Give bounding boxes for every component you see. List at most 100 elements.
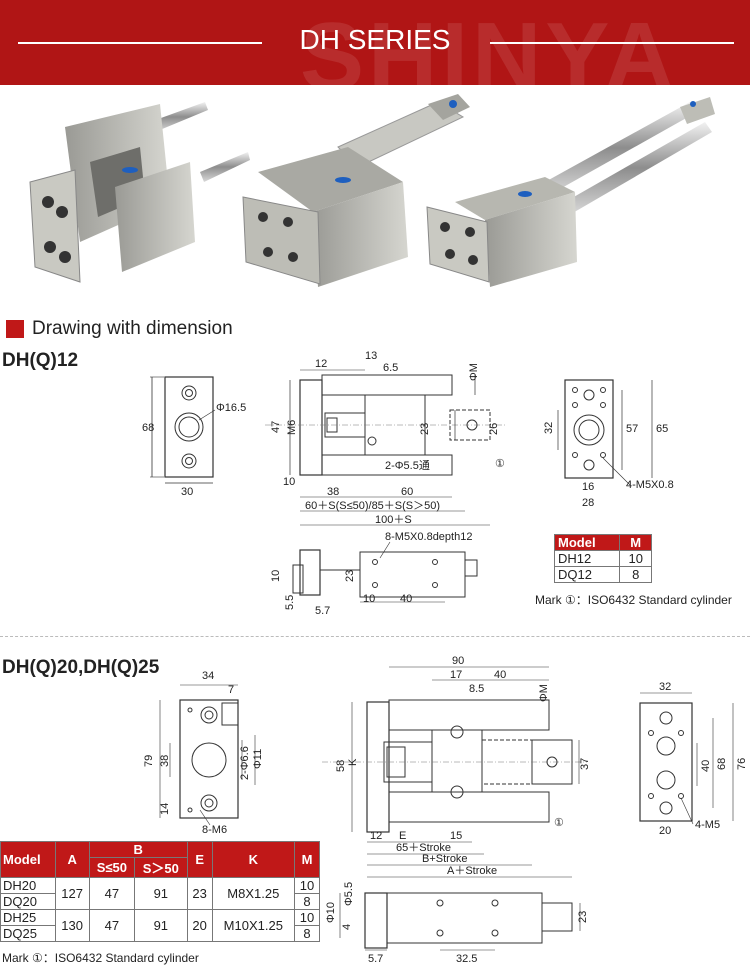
dim-10: 10: [283, 476, 295, 488]
dh20-front-view: 34 7 79 38 2-Φ6.6 Φ11 14 8-M6: [143, 670, 264, 836]
table-row: DH20 127 47 91 23 M8X1.25 10: [0, 877, 321, 910]
dim-68b: 68: [716, 758, 728, 770]
dim-phi10: Φ10: [325, 902, 337, 923]
dim-8-5: 8.5: [469, 683, 484, 695]
dim-5-5: 5.5: [284, 595, 296, 610]
dim-60: 60: [401, 486, 413, 498]
dim-23: 23: [419, 423, 431, 435]
col-b-s-gt50: S＞50: [133, 857, 188, 878]
dh12-heading: DH(Q)12: [2, 350, 79, 371]
col-e: E: [186, 841, 213, 878]
col-m: M: [619, 534, 652, 551]
dh12-end-view: 32 57 65 16 28 4-M5X0.8: [543, 379, 674, 509]
dim-phi16-5: Φ16.5: [216, 402, 246, 414]
section-title: Drawing with dimension: [32, 318, 233, 339]
dim-8-m6: 8-M6: [202, 824, 227, 836]
dim-26: 26: [488, 423, 500, 435]
dim-38: 38: [327, 486, 339, 498]
dim-stroke-1: 60＋S(S≤50)/85＋S(S＞50): [305, 500, 440, 512]
dim-90: 90: [452, 655, 464, 667]
dim-15: 15: [450, 830, 462, 842]
dim-phiM: ΦM: [468, 363, 480, 381]
section-marker: [6, 320, 24, 338]
dim-28: 28: [582, 497, 594, 509]
dh20-bottom-view: Φ10 Φ5.5 4 23 5.7 32.5: [325, 882, 589, 965]
dim-40b: 40: [494, 669, 506, 681]
col-a: A: [54, 841, 90, 878]
section-header: Drawing with dimension: [6, 318, 233, 340]
dh20-mark-note: Mark ①：ISO6432 Standard cylinder: [2, 951, 199, 965]
dim-47: 47: [270, 421, 282, 433]
dim-b-stroke: B+Stroke: [422, 853, 468, 865]
dim-32-5: 32.5: [456, 953, 477, 965]
dh12-bottom-view: 8-M5X0.8depth12 10 5.5 23 5.7 10 40: [270, 531, 478, 617]
dim-4-m5b: 4-M5: [695, 819, 720, 831]
dim-8-m5: 8-M5X0.8depth12: [385, 531, 472, 543]
dim-phi5-5: Φ5.5: [343, 882, 355, 906]
dim-14: 14: [159, 803, 171, 815]
dim-30: 30: [181, 486, 193, 498]
dim-7: 7: [228, 684, 234, 696]
mark-1-20: ①: [554, 817, 564, 829]
dh12-front-view: 68 Φ16.5 30: [142, 376, 246, 498]
banner-rule-left: [18, 42, 262, 44]
col-b: B: [88, 841, 188, 858]
banner-rule-right: [490, 42, 734, 44]
dim-40: 40: [400, 593, 412, 605]
dim-17: 17: [450, 669, 462, 681]
dim-16: 16: [582, 481, 594, 493]
dim-stroke-2: 100＋S: [375, 514, 412, 526]
table-row: DQ25 8: [0, 925, 321, 942]
dim-5-7b: 5.7: [368, 953, 383, 965]
dh20-model-table: Model A B E K M S≤50 S＞50 DH20 127 47 91…: [0, 841, 321, 942]
dim-k: K: [347, 758, 359, 766]
dim-32: 32: [543, 422, 555, 434]
table-row: DH25 130 47 91 20 M10X1.25 10: [0, 909, 321, 942]
dim-phiM-20: ΦM: [538, 684, 550, 702]
dim-23b: 23: [344, 570, 356, 582]
dim-40c: 40: [700, 760, 712, 772]
col-m: M: [293, 841, 321, 878]
col-b-s50: S≤50: [88, 857, 135, 878]
col-model: Model: [0, 841, 56, 878]
dim-5-7: 5.7: [315, 605, 330, 617]
dim-32b: 32: [659, 681, 671, 693]
dim-58: 58: [335, 760, 347, 772]
dim-57: 57: [626, 423, 638, 435]
dh20-side-view: 90 17 40 8.5 ΦM 58 K 37 ① 12 E 15 65＋Str…: [322, 655, 591, 878]
dim-38b: 38: [159, 755, 171, 767]
dim-2-phi6-6: 2-Φ6.6: [239, 746, 251, 780]
dim-4-m5: 4-M5X0.8: [626, 479, 674, 491]
dim-e: E: [399, 830, 406, 842]
dim-79: 79: [143, 755, 155, 767]
dim-13: 13: [365, 350, 377, 362]
page-title: DH SERIES: [299, 24, 451, 55]
dh20-heading: DH(Q)20,DH(Q)25: [2, 657, 160, 678]
dim-76: 76: [736, 758, 748, 770]
dim-4: 4: [341, 924, 353, 930]
dim-12b: 12: [370, 830, 382, 842]
dim-34: 34: [202, 670, 214, 682]
dim-10b: 10: [270, 570, 282, 582]
mark-1: ①: [495, 458, 505, 470]
dim-65-stroke: 65＋Stroke: [396, 842, 451, 854]
dim-a-stroke: A＋Stroke: [447, 865, 497, 877]
dim-65: 65: [656, 423, 668, 435]
product-photo-1: [29, 102, 250, 283]
dh12-mark-note: Mark ①：ISO6432 Standard cylinder: [535, 593, 732, 607]
dim-hole: 2-Φ5.5通: [385, 459, 430, 472]
dh12-side-view: 12 13 6.5 ΦM 47 M6 23 26 2-Φ5.5通 ① 10 38…: [265, 350, 505, 526]
dim-12: 12: [315, 358, 327, 370]
watermark: SHINYA: [300, 3, 678, 110]
header-banner: SHINYA DH SERIES: [0, 0, 750, 110]
section-divider: [0, 636, 750, 637]
product-photo-3: [426, 97, 715, 287]
dim-m6: M6: [286, 420, 298, 435]
product-photo-2: [242, 94, 470, 287]
dim-10c: 10: [363, 593, 375, 605]
dim-68: 68: [142, 422, 154, 434]
table-row: DQ20 8: [0, 893, 321, 910]
